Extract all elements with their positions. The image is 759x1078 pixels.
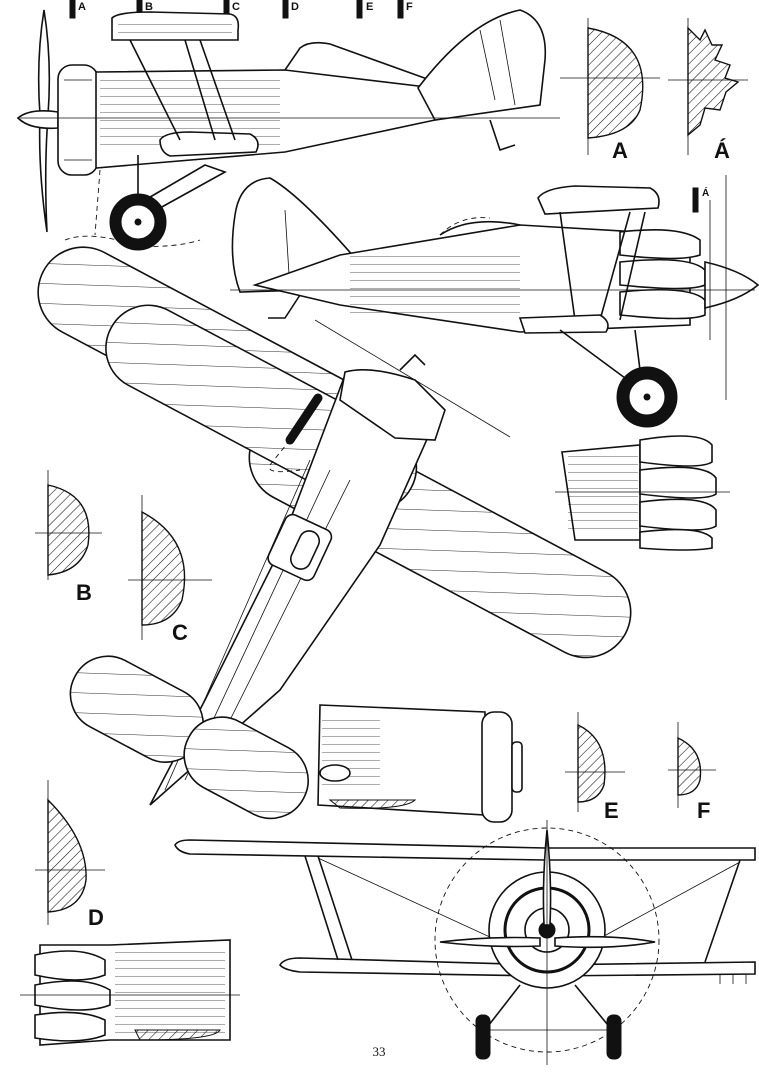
section-a-prime-label: Á (714, 138, 730, 163)
cut-mark-b: B (145, 1, 153, 13)
engine-detail-top (555, 435, 730, 551)
section-e: E (565, 712, 625, 823)
section-a-prime-marker: Á (702, 186, 709, 199)
cut-mark-d: D (291, 1, 299, 13)
section-b: B (35, 470, 102, 605)
cut-mark-e: E (366, 1, 373, 13)
side-view-right: Á (230, 175, 759, 438)
section-e-label: E (604, 798, 619, 823)
section-d-label: D (88, 905, 104, 930)
cut-mark-c: C (232, 1, 240, 13)
cut-mark-f: F (406, 1, 413, 13)
section-c: C (128, 495, 212, 645)
page-number: 33 (373, 1044, 386, 1059)
section-a-label: A (612, 138, 628, 163)
cut-mark-a: A (78, 1, 86, 13)
section-f: F (668, 722, 716, 823)
section-d: D (35, 780, 105, 930)
section-cut-markers: A B C D E F (69, 0, 413, 19)
front-view (174, 820, 756, 1065)
section-c-label: C (172, 620, 188, 645)
engine-detail-middle (317, 704, 523, 823)
engine-detail-bottom (20, 939, 240, 1046)
side-view-left (16, 9, 560, 251)
plan-view (37, 246, 632, 820)
section-a-prime: Á (668, 18, 748, 163)
section-f-label: F (697, 798, 710, 823)
section-b-label: B (76, 580, 92, 605)
section-a: A (560, 18, 660, 163)
